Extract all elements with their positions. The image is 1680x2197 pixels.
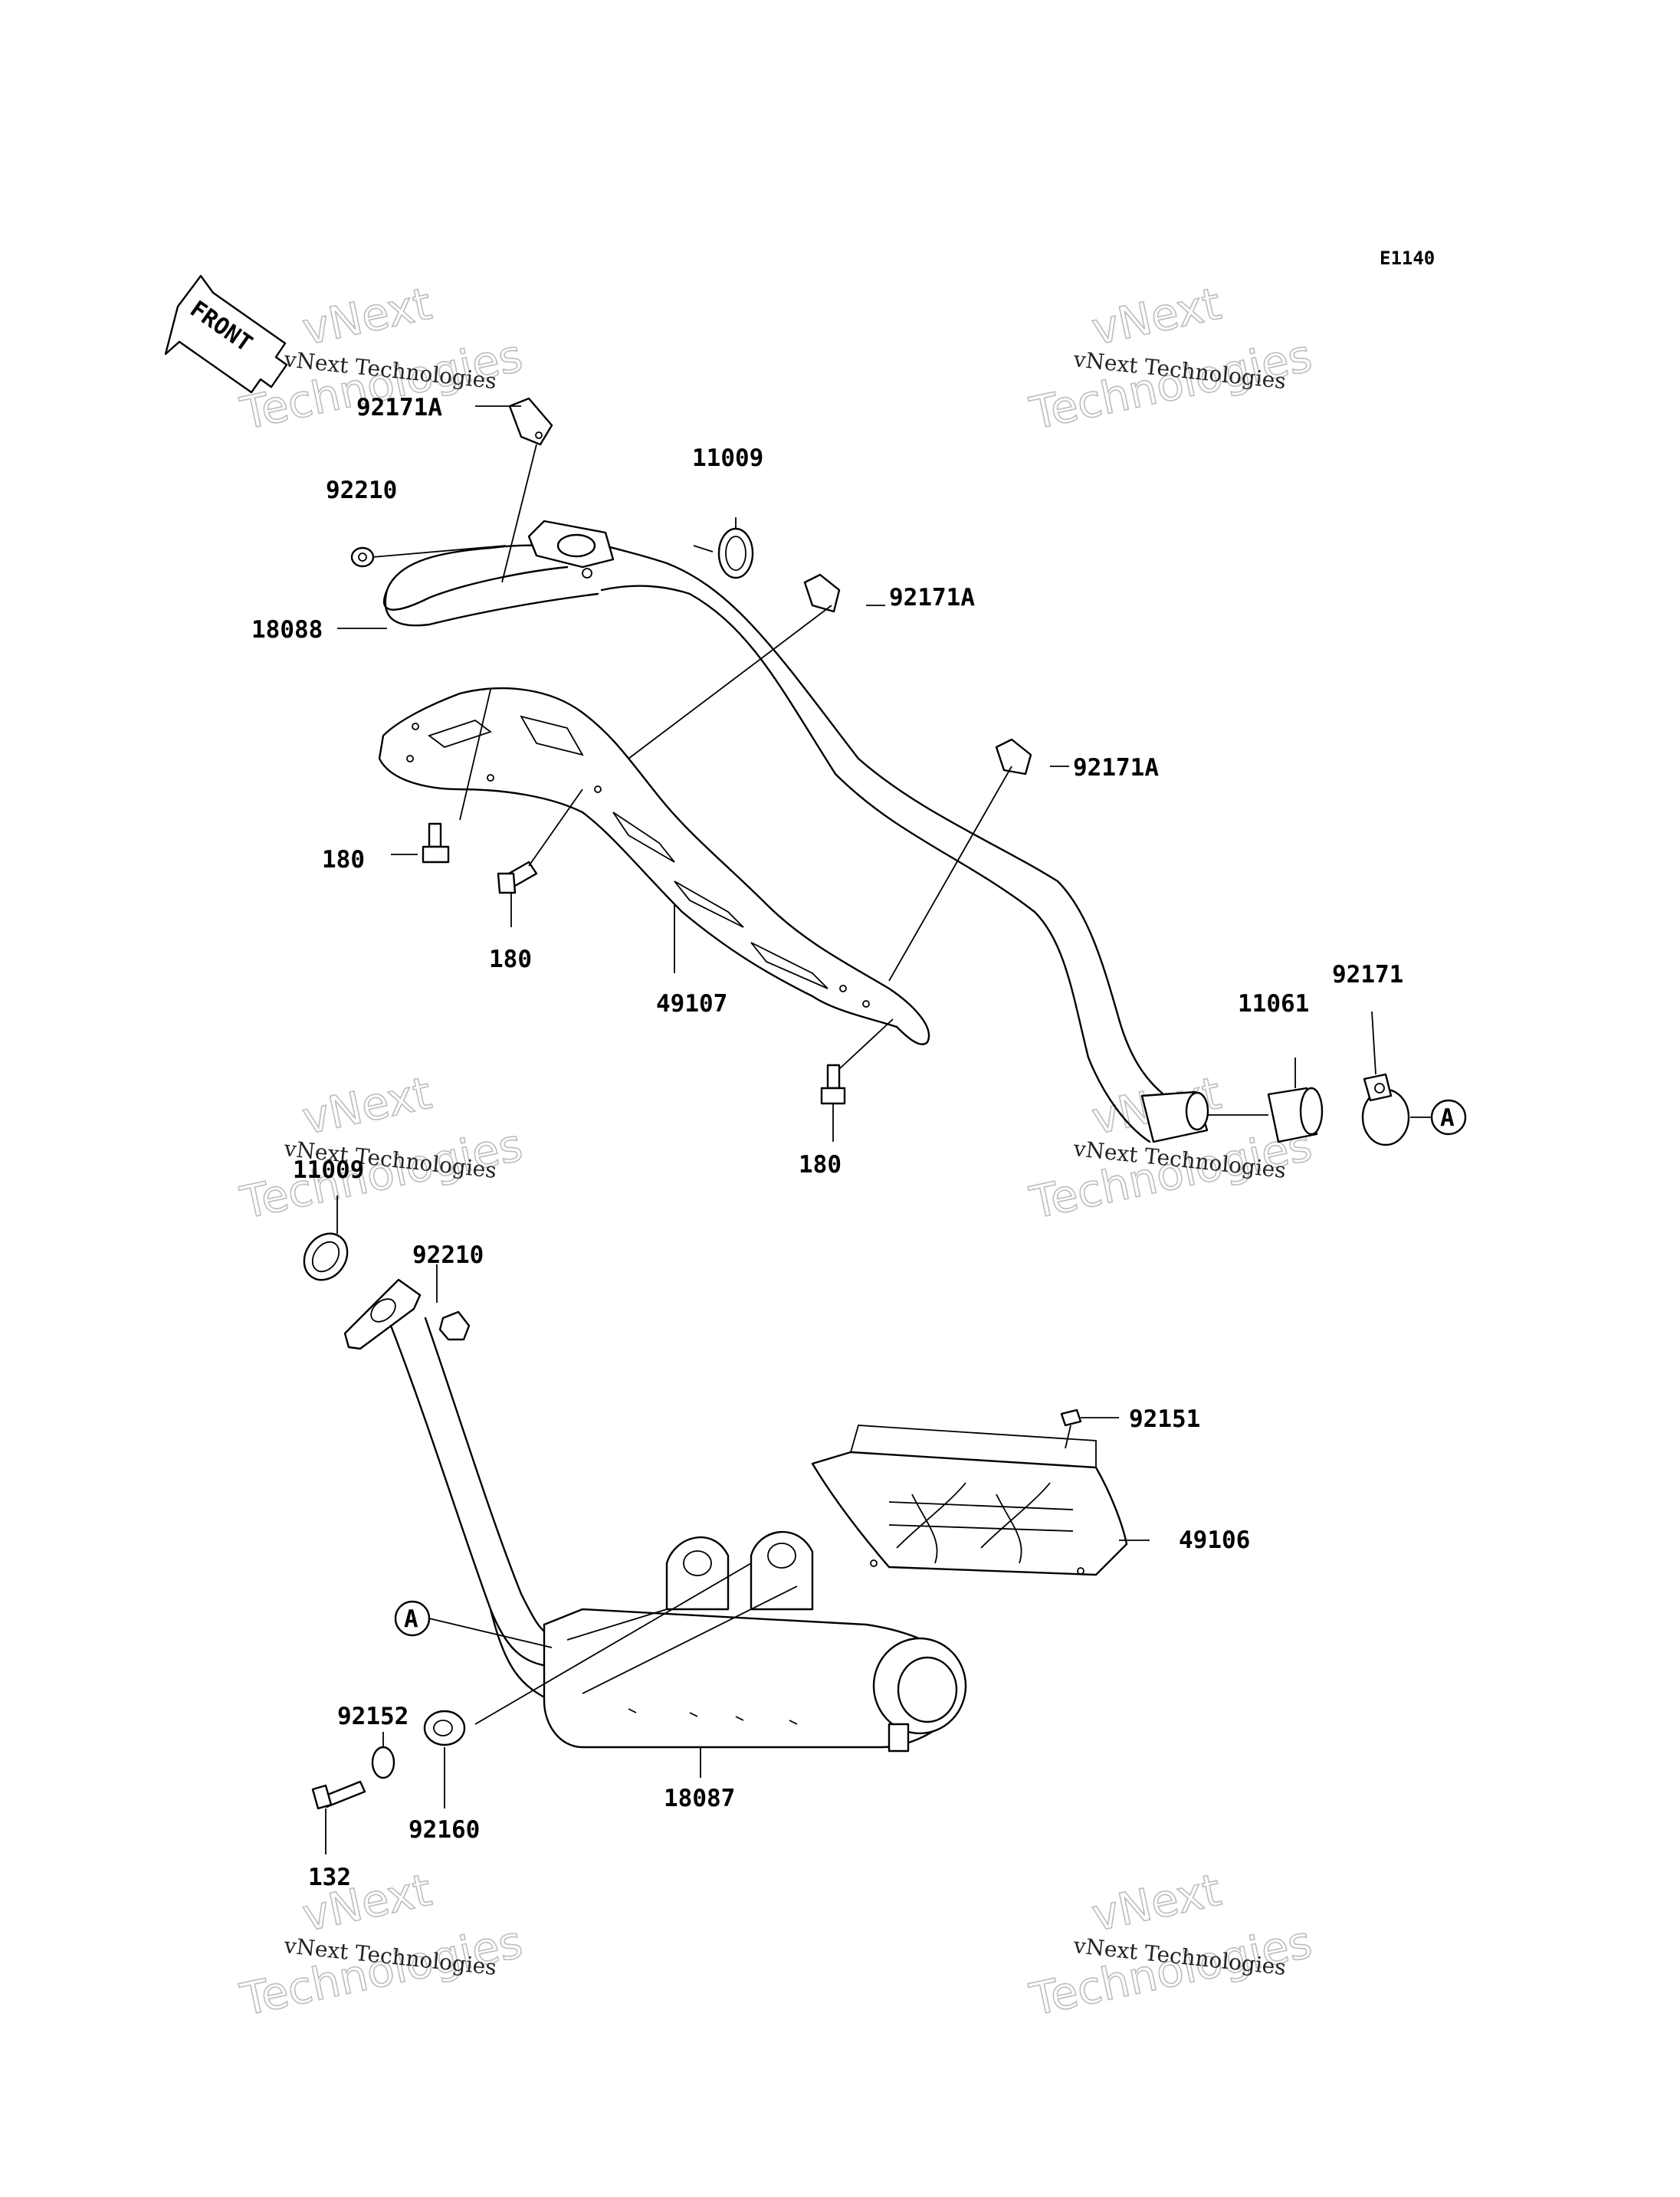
washer-92152 <box>371 1746 395 1779</box>
callout-132: 132 <box>308 1864 351 1891</box>
clamp-92171a-3 <box>995 738 1032 776</box>
clamp-92171a-1 <box>508 397 553 446</box>
watermark-top-right: vNext Technologies vNext Technologies <box>1025 277 1317 441</box>
callout-180-3: 180 <box>799 1151 842 1179</box>
callout-92171a-3: 92171A <box>1073 754 1159 782</box>
callout-180-2: 180 <box>489 946 532 973</box>
callout-92151: 92151 <box>1129 1405 1200 1433</box>
diagram-code: E1140 <box>1380 248 1435 269</box>
svg-text:vNext: vNext <box>1088 1864 1226 1942</box>
svg-text:vNext: vNext <box>298 1067 436 1145</box>
screw-92151 <box>1060 1408 1082 1449</box>
lower-leader-lines <box>325 1195 1150 1854</box>
callout-11061: 11061 <box>1238 990 1309 1018</box>
svg-text:A: A <box>1440 1104 1455 1132</box>
svg-text:vNext: vNext <box>1088 277 1226 356</box>
muffler-18087 <box>343 1278 967 1753</box>
callout-92152: 92152 <box>337 1703 409 1730</box>
callout-11009-2: 11009 <box>293 1156 364 1184</box>
bolt-180-2 <box>497 861 538 894</box>
callout-92171a-2: 92171A <box>889 584 975 612</box>
bolt-180-1 <box>422 822 450 864</box>
watermark-bottom-left: vNext Technologies vNext Technologies <box>235 1863 527 2027</box>
upper-leader-lines <box>337 405 1433 1142</box>
watermark-bottom-right: vNext Technologies vNext Technologies <box>1025 1863 1317 2027</box>
callout-92171: 92171 <box>1332 961 1403 989</box>
callout-92171a-1: 92171A <box>356 394 442 421</box>
gasket-11009-lower <box>303 1232 349 1281</box>
clamp-92171 <box>1361 1073 1410 1146</box>
sleeve-11061 <box>1267 1087 1324 1143</box>
front-arrow-icon: FRONT <box>164 274 288 394</box>
grommet-92160 <box>423 1710 466 1746</box>
part-callouts: 92171A 92210 11009 92171A 18088 92171A 1… <box>251 394 1403 1891</box>
nut-92210-lower <box>438 1310 471 1341</box>
svg-text:vNext: vNext <box>298 277 436 356</box>
heat-guard-49106 <box>811 1425 1128 1576</box>
svg-text:A: A <box>404 1605 418 1633</box>
callout-92160: 92160 <box>409 1816 480 1844</box>
bolt-180-3 <box>820 1064 846 1105</box>
connector-a-upper: A <box>1430 1099 1467 1136</box>
heat-guard-49107 <box>378 687 930 1045</box>
watermark-mid-right: vNext Technologies vNext Technologies <box>1025 1066 1317 1230</box>
callout-49107: 49107 <box>656 990 727 1018</box>
callout-11009-1: 11009 <box>692 444 763 472</box>
connector-a-lower: A <box>394 1600 431 1637</box>
gasket-11009-upper <box>717 527 754 579</box>
callout-92210-2: 92210 <box>412 1241 484 1269</box>
header-pipe-18088 <box>382 520 1209 1143</box>
bolt-132 <box>311 1780 366 1810</box>
watermark-mid-left: vNext Technologies vNext Technologies <box>235 1066 527 1230</box>
callout-92210-1: 92210 <box>326 477 397 504</box>
callout-49106: 49106 <box>1179 1526 1250 1554</box>
nut-92210-upper <box>350 546 375 568</box>
callout-18087: 18087 <box>664 1785 735 1812</box>
clamp-92171a-2 <box>803 573 841 613</box>
callout-180-1: 180 <box>322 846 365 874</box>
callout-18088: 18088 <box>251 616 323 644</box>
